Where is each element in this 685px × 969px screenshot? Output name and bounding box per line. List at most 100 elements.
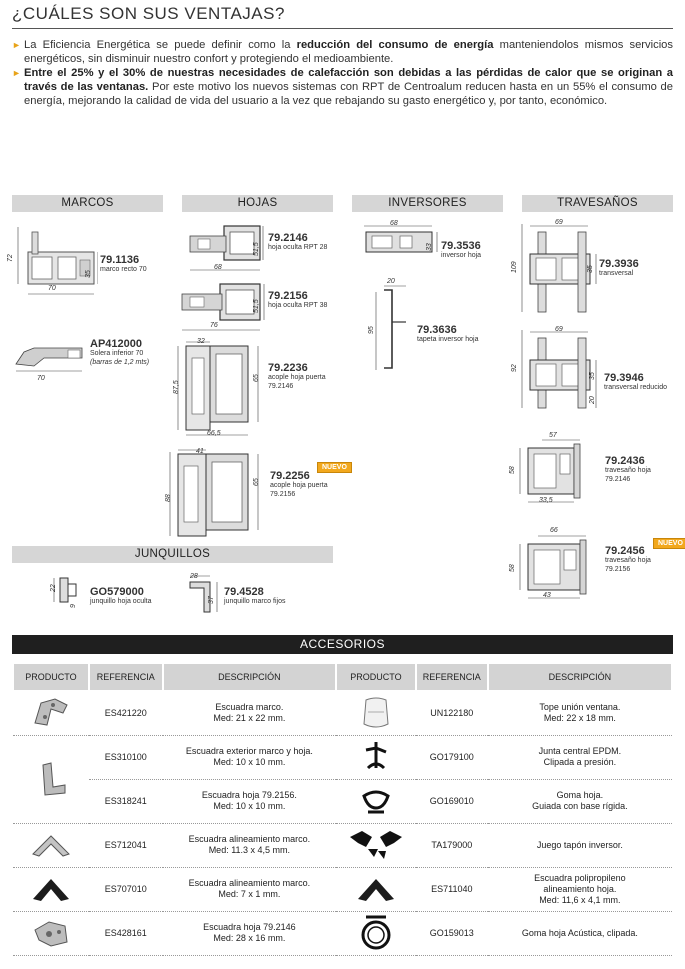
dim-label: 28 [190,573,198,580]
dim-label: 51,5 [253,242,260,256]
profile-code: 79.3636 [417,324,457,336]
product-image-cell [13,691,89,736]
profile-79-2156-drawing [181,283,265,331]
desc-line: Med: 22 x 18 mm. [543,713,616,724]
col-header: PRODUCTO [335,662,417,692]
dim-label: 57 [549,432,557,439]
dim-label: 68 [214,264,222,271]
desc-line: Guiada con base rígida. [532,801,628,811]
dim-label: 51,5 [253,299,260,313]
title-divider [12,28,673,29]
profile-79-3536-drawing [364,225,438,253]
profile-79-4528-drawing [189,575,218,613]
desc-line: Goma hoja. [556,790,604,800]
desc-line: Escuadra hoja 79.2156. [201,790,297,800]
profile-79-2436-drawing [519,439,581,503]
profile-79-2236-drawing [177,341,259,436]
profile-code: 79.3946 [604,372,644,384]
dim-label: 88 [165,494,172,502]
dim-label: 65 [253,478,260,486]
intro-p1-bold: reducción del consumo de energía [296,39,494,51]
description-cell: Goma hoja.Guiada con base rígida. [487,779,672,824]
page-title: ¿CUÁLES SON SUS VENTAJAS? [12,4,285,23]
profile-label-79-3936: 79.3936 transversal [599,258,639,279]
intro-p1-c: manteniendolos mismos servicios energéti… [24,39,674,65]
dim-label: 72 [7,254,14,262]
profile-code: 79.2256 [270,470,310,482]
stop-block-icon [363,697,389,728]
profile-79-3936-drawing [521,224,597,313]
profile-label-go579000: GO579000 junquillo hoja oculta [90,586,152,607]
dim-label: 9 [70,604,77,608]
profile-code: 79.3536 [441,240,481,252]
profile-desc: hoja oculta RPT 28 [268,244,328,251]
product-image-cell [13,867,89,912]
reference-cell: UN122180 [415,691,488,736]
table-row: ES421220 Escuadra marco.Med: 21 x 22 mm.… [13,691,672,736]
product-image-cell [336,735,416,780]
profile-code: 79.3936 [599,258,639,270]
profile-desc: hoja oculta RPT 38 [268,302,328,309]
profile-label-79-4528: 79.4528 junquillo marco fijos [224,586,285,607]
intro-p1-a: La Eficiencia Energética se puede defini… [24,39,297,51]
dim-label: 33,5 [539,497,553,504]
profile-code: AP412000 [90,338,142,350]
description-cell: Junta central EPDM.Clipada a presión. [487,735,672,780]
desc-line: Escuadra marco. [215,702,284,713]
rubber-seal-icon [362,790,390,814]
profile-desc-2: 79.2146 [268,382,294,390]
profile-desc: travesaño hoja [605,467,651,474]
desc-line: Junta central EPDM. [538,746,622,756]
description-cell: Tope unión ventana.Med: 22 x 18 mm. [487,691,672,736]
profile-code: 79.2236 [268,362,308,374]
description-cell: Goma hoja Acústica, clipada. [487,911,672,956]
col-header: DESCRIPCIÓN [161,662,338,692]
dark-chevron-icon [32,879,69,901]
profile-code: 79.2456 [605,545,645,557]
product-image-cell [336,867,416,912]
profile-go579000-drawing [53,577,77,603]
col-header: DESCRIPCIÓN [486,662,674,692]
reference-cell: TA179000 [415,823,488,868]
dim-label: 76 [210,322,218,329]
table-row: ES318241 Escuadra hoja 79.2156.Med: 10 x… [13,779,672,824]
desc-line: Med: 28 x 16 mm. [213,933,286,943]
profile-ap412000-drawing [15,347,83,372]
dim-label: 69 [555,219,563,226]
reference-cell: ES421220 [88,691,163,736]
profile-desc: junquillo hoja oculta [90,598,152,605]
reference-cell: ES310100 [88,735,163,780]
description-cell: Escuadra alineamiento marco.Med: 11.3 x … [162,823,337,868]
profile-label-79-2256: 79.2256 acople hoja puerta 79.2156 [270,470,328,499]
dim-label: 35 [85,270,92,278]
dim-label: 66 [550,527,558,534]
profile-label-79-2456: 79.2456 travesaño hoja 79.2156 [605,545,651,574]
table-header-row: PRODUCTO REFERENCIA DESCRIPCIÓN PRODUCTO… [12,662,674,692]
angle-bracket-icon [42,762,66,796]
dim-label: 68 [390,220,398,227]
profile-desc: junquillo marco fijos [224,598,286,605]
reference-cell: ES707010 [88,867,163,912]
dark-chevron-icon [357,879,394,901]
product-image-cell [336,823,416,868]
dim-label: 58 [509,564,516,572]
profile-79-2456-drawing [519,535,587,599]
bullet-arrow-icon: ► [12,40,21,50]
dim-label: 20 [589,396,596,404]
profile-label-79-2236: 79.2236 acople hoja puerta 79.2146 [268,362,326,391]
profile-label-ap412000: AP412000 Solera inferior 70 (barras de 1… [90,338,149,367]
dim-label: 66,5 [207,430,221,437]
product-image-cell [13,735,89,824]
desc-line: Escuadra exterior marco y hoja. [185,746,313,756]
desc-line: Juego tapón inversor. [536,839,623,850]
dim-label: 37 [208,596,215,604]
section-travesanos: TRAVESAÑOS [522,195,673,212]
table-row: ES310100 Escuadra exterior marco y hoja.… [13,735,672,824]
desc-line: alineamiento hoja. [543,883,617,894]
section-marcos: MARCOS [12,195,163,212]
table-row: ES712041 Escuadra alineamiento marco.Med… [13,823,672,868]
desc-line: Goma hoja Acústica, clipada. [521,927,638,938]
desc-line: Med: 21 x 22 mm. [213,713,286,724]
col-header: PRODUCTO [12,662,90,692]
